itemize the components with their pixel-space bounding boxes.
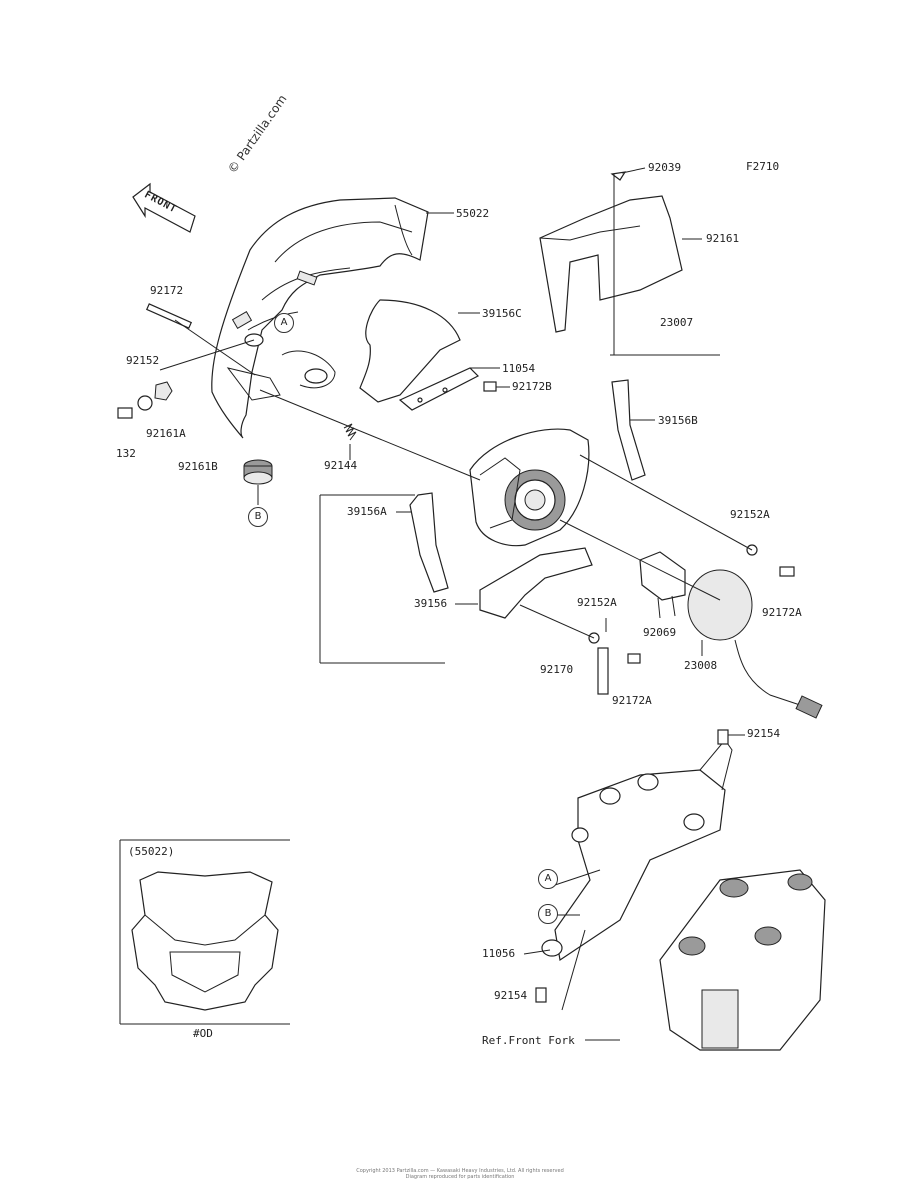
part-label-39156c[interactable]: 39156C [482,307,522,320]
cover-92161 [539,171,683,333]
part-label-92161a[interactable]: 92161A [146,427,186,440]
figure-code: F2710 [746,160,780,173]
front-arrow-icon [132,182,196,233]
nut-92161a [154,381,173,401]
panel-39156a [409,492,449,593]
panel-39156c [359,299,461,403]
inset-note: #OD [193,1027,213,1040]
part-label-39156b[interactable]: 39156B [658,414,698,427]
part-label-92161b[interactable]: 92161B [178,460,218,473]
part-label-23008[interactable]: 23008 [684,659,718,672]
part-label-92154-2[interactable]: 92154 [494,989,528,1002]
headlight-23007 [469,428,590,547]
panel-39156 [479,547,593,619]
bolt-132 [117,407,133,419]
part-label-92152[interactable]: 92152 [126,354,160,367]
callout-b-upper: B [248,507,268,527]
cowl-55022 [211,197,429,439]
screw-92172a-1 [779,566,795,577]
part-label-92039[interactable]: 92039 [648,161,682,174]
bulb-socket-92069 [639,551,686,619]
copyright-line-1: Copyright 2013 Partzilla.com — Kawasaki … [356,1168,564,1174]
part-label-92154-1[interactable]: 92154 [747,727,781,740]
part-label-92069[interactable]: 92069 [643,626,677,639]
frame-bracket-11056 [541,739,733,962]
copyright-line-2: Diagram reproduced for parts identificat… [405,1174,515,1180]
panel-39156b [611,379,646,481]
part-label-92161[interactable]: 92161 [706,232,740,245]
inset-cowl-front-view [131,871,279,1011]
part-label-92152a-2[interactable]: 92152A [577,596,617,609]
grommet-92161b [243,459,273,485]
leader-lines [159,167,753,1041]
part-label-11056[interactable]: 11056 [482,947,516,960]
part-label-92170[interactable]: 92170 [540,663,574,676]
bolt-92154-2 [535,987,547,1003]
callout-a-lower: A [538,869,558,889]
ref-front-fork-label: Ref.Front Fork [482,1034,575,1047]
clamp-92170 [597,647,609,695]
part-label-92144[interactable]: 92144 [324,459,358,472]
bolt-92154-1 [717,729,729,745]
copyright-footer: Copyright 2013 Partzilla.com — Kawasaki … [330,1168,590,1180]
callout-a-upper: A [274,313,294,333]
washer-92152 [137,395,153,411]
front-fork-ref [659,869,826,1051]
cover-23008 [687,569,823,719]
part-label-11054[interactable]: 11054 [502,362,536,375]
part-label-92172a-1[interactable]: 92172A [762,606,802,619]
part-label-39156a[interactable]: 39156A [347,505,387,518]
part-label-92172b[interactable]: 92172B [512,380,552,393]
part-label-92172a-2[interactable]: 92172A [612,694,652,707]
part-label-132[interactable]: 132 [116,447,136,460]
part-label-92152a-1[interactable]: 92152A [730,508,770,521]
screw-92172a-2 [627,653,641,664]
part-label-23007[interactable]: 23007 [660,316,694,329]
part-label-39156[interactable]: 39156 [414,597,448,610]
bracket-11054 [398,367,480,411]
part-label-92172[interactable]: 92172 [150,284,184,297]
inset-title: (55022) [128,845,175,858]
callout-b-lower: B [538,904,558,924]
bolt-92172 [145,303,193,329]
part-label-55022[interactable]: 55022 [456,207,490,220]
inset-frame [119,839,290,1025]
screw-92172b [483,381,497,392]
